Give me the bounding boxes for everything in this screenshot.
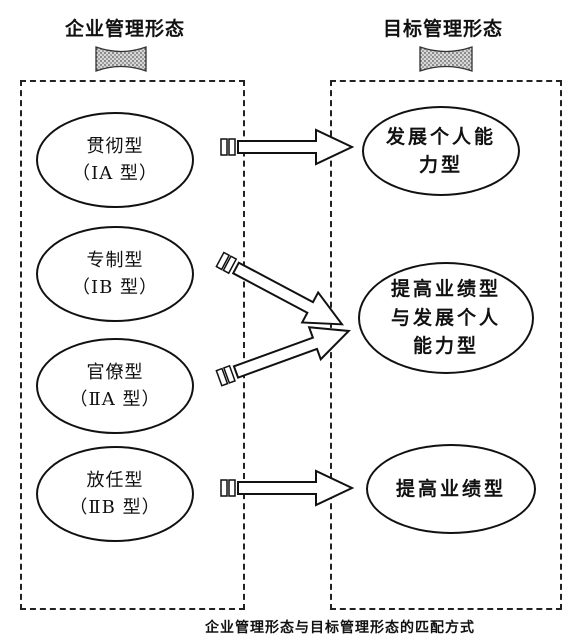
target-oval-1: 发展个人能 力型 [362, 106, 520, 196]
target-line: 与发展个人 [390, 306, 501, 329]
figure-caption: 企业管理形态与目标管理形态的匹配方式 [205, 620, 475, 636]
management-name: 专制型 [86, 250, 144, 271]
left-heading-badge-icon [95, 46, 147, 72]
management-type: （ⅡA 型） [69, 389, 161, 410]
target-oval-3: 提高业绩型 [366, 444, 536, 534]
management-oval-3: 官僚型 （ⅡA 型） [36, 338, 194, 434]
management-oval-2: 专制型 （ⅠB 型） [36, 226, 194, 322]
left-group-box [20, 80, 245, 610]
arrow-4-icon [220, 469, 355, 507]
target-line: 提高业绩型 [390, 278, 501, 301]
target-line: 提高业绩型 [395, 477, 506, 500]
arrow-3-icon [215, 326, 351, 387]
right-heading: 目标管理形态 [382, 18, 503, 40]
management-type: （ⅠA 型） [72, 163, 158, 184]
management-name: 贯彻型 [86, 136, 144, 157]
management-oval-1: 贯彻型 （ⅠA 型） [36, 112, 194, 208]
left-heading: 企业管理形态 [64, 18, 185, 40]
management-name: 放任型 [86, 470, 144, 491]
arrow-2-icon [215, 251, 345, 326]
target-oval-2: 提高业绩型 与发展个人 能力型 [358, 262, 534, 374]
target-line: 发展个人能 [385, 125, 496, 148]
target-line: 力型 [418, 154, 463, 176]
right-heading-badge-icon [419, 46, 473, 72]
management-oval-4: 放任型 （ⅡB 型） [36, 446, 194, 542]
management-type: （ⅠB 型） [71, 277, 159, 298]
target-line: 能力型 [412, 335, 479, 358]
management-type: （ⅡB 型） [69, 497, 161, 518]
arrow-1-icon [220, 128, 355, 166]
management-name: 官僚型 [86, 362, 144, 383]
